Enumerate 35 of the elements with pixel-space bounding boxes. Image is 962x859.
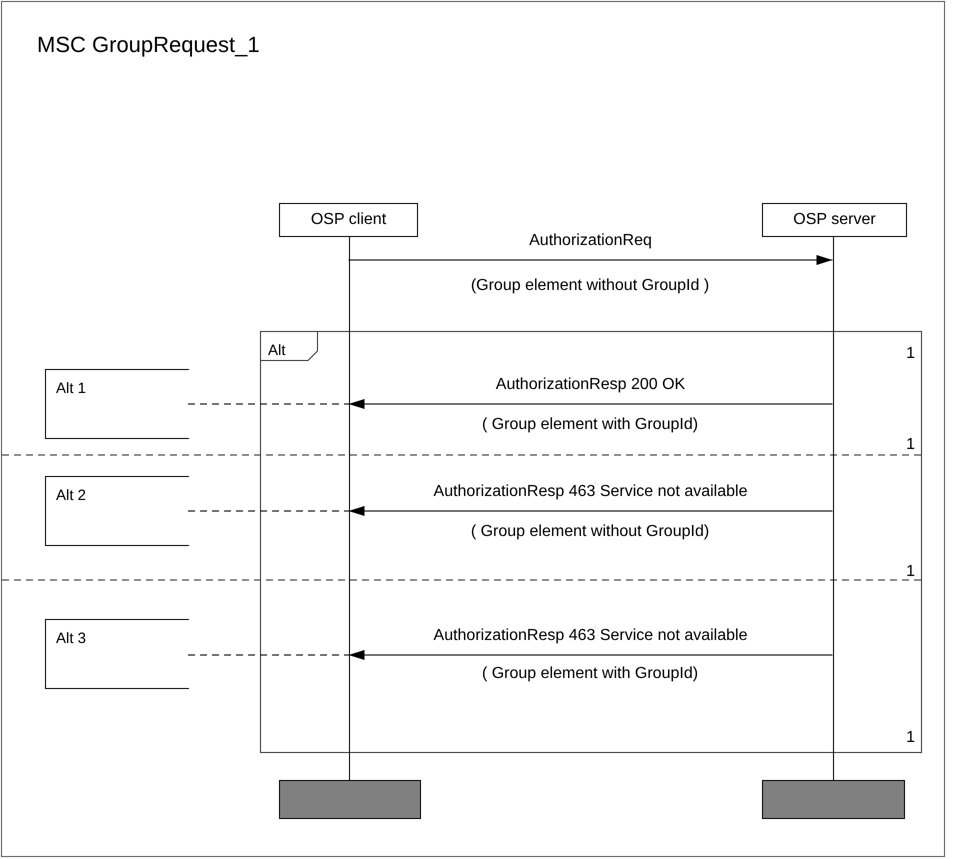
instance-name: OSP client xyxy=(310,210,386,230)
count-label: 1 xyxy=(906,344,915,364)
instance-name: OSP server xyxy=(793,210,876,230)
message-label: AuthorizationResp 200 OK xyxy=(496,375,686,395)
count-label: 1 xyxy=(906,435,915,455)
message-label: AuthorizationResp 463 Service not available xyxy=(434,626,748,646)
dashed-connector xyxy=(188,654,349,656)
lifeline xyxy=(349,237,350,780)
instance-box xyxy=(762,203,907,237)
instance-box xyxy=(279,203,418,237)
comment-box xyxy=(45,619,189,689)
message-arrow xyxy=(348,650,833,660)
count-label: 1 xyxy=(906,728,915,748)
frame-name: MSC GroupRequest_1 xyxy=(37,31,260,59)
count-label: 1 xyxy=(906,562,915,582)
message-label: AuthorizationReq xyxy=(529,231,652,251)
parameter-label: ( Group element without GroupId) xyxy=(470,522,710,542)
parameter-label: (Group element without GroupId ) xyxy=(470,276,710,296)
comment-text: Alt 1 xyxy=(56,379,86,399)
comment-text: Alt 3 xyxy=(56,629,86,649)
comment-text: Alt 2 xyxy=(56,486,86,506)
message-label: AuthorizationResp 463 Service not available xyxy=(434,482,748,502)
operator-label: Alt xyxy=(268,341,286,361)
comment-box xyxy=(45,369,189,439)
message-arrow xyxy=(348,399,833,409)
diagram-frame xyxy=(1,1,945,857)
instance-end-bar xyxy=(279,780,421,819)
message-arrow xyxy=(348,506,833,516)
parameter-label: ( Group element with GroupId) xyxy=(482,664,698,684)
instance-end-bar xyxy=(762,780,905,819)
comment-box xyxy=(45,476,189,546)
dashed-connector xyxy=(188,510,349,512)
lifeline xyxy=(833,237,834,780)
parameter-label: ( Group element with GroupId) xyxy=(482,415,698,435)
message-arrow xyxy=(348,255,833,265)
